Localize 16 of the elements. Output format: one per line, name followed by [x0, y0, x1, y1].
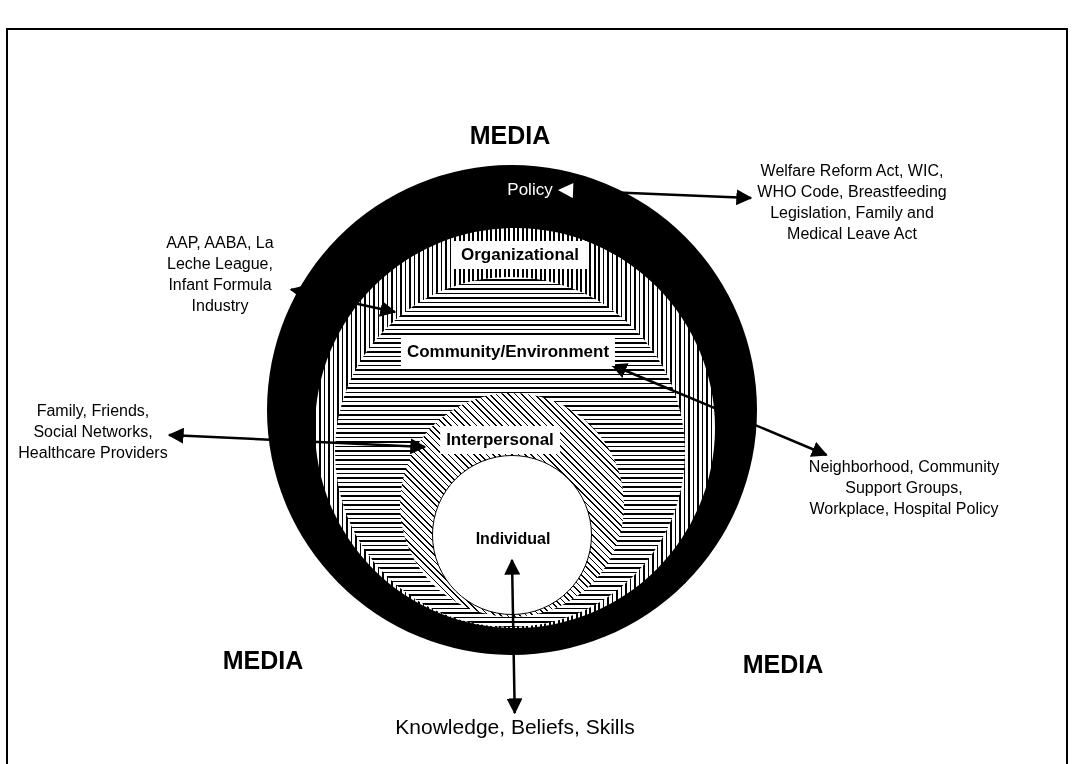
annotation-text: Welfare Reform Act, WIC, WHO Code, Breastfeeding Legislation, Family and Medical Leave Act [752, 160, 952, 244]
annotation-text: Neighborhood, Community Support Groups, Workplace, Hospital Policy [806, 456, 1002, 519]
layer-label: Community/Environment [400, 338, 616, 366]
annotation-text: Family, Friends, Social Networks, Healthcare Providers [18, 400, 168, 463]
double-arrow [504, 558, 523, 715]
inner-circle [432, 455, 592, 615]
outer-label: MEDIA [469, 120, 551, 150]
annotation-text: Knowledge, Beliefs, Skills [370, 714, 660, 740]
double-arrow [289, 284, 397, 317]
outer-label: MEDIA [222, 645, 304, 675]
annotation-text: AAP, AABA, La Leche League, Infant Formula Industry [150, 232, 290, 316]
double-arrow [610, 363, 828, 457]
layer-label: Interpersonal [440, 426, 560, 454]
double-arrow [167, 427, 427, 455]
outer-label: MEDIA [742, 649, 824, 679]
layer-label: Organizational [452, 241, 588, 269]
